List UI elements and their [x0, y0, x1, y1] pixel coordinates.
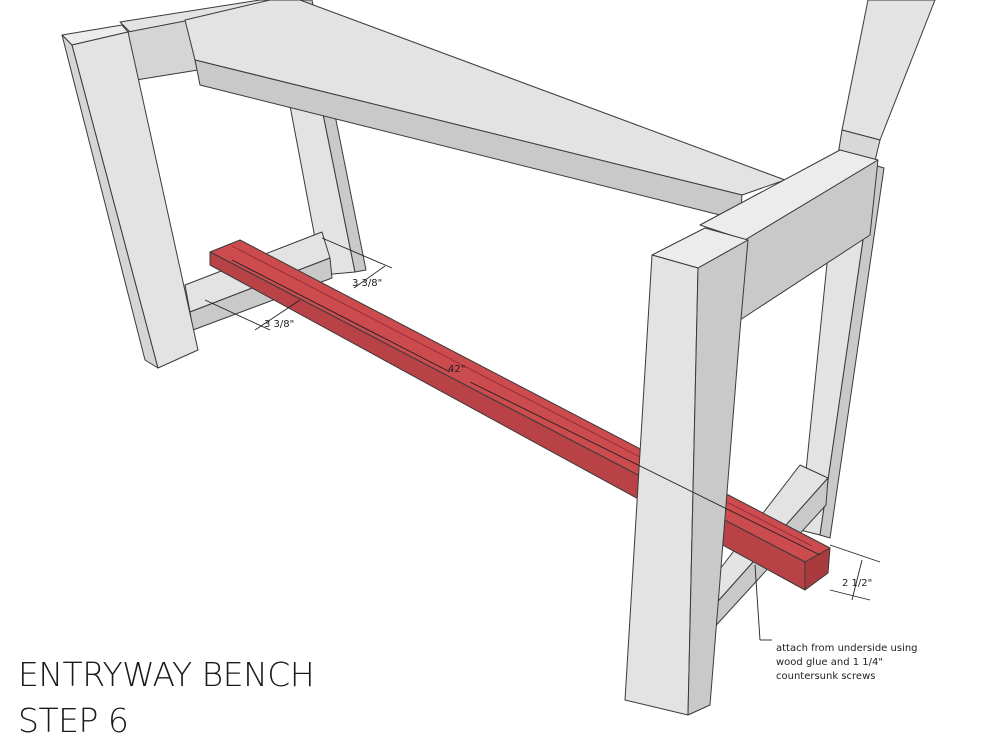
dimension-lines: [204, 237, 881, 641]
upper-offset-label: 3 3/8": [352, 278, 382, 289]
right-top-side-rail: [699, 149, 879, 321]
board-width-label: 2 1/2": [842, 578, 872, 589]
board-length-label: 42": [448, 364, 465, 375]
back-right-leg: [799, 0, 936, 539]
title-line-1: ENTRYWAY BENCH: [18, 655, 314, 694]
note-line-2: wood glue and 1 1/4": [776, 657, 883, 668]
front-left-leg: [61, 24, 199, 369]
note-line-1: attach from underside using: [776, 643, 918, 654]
title-line-2: STEP 6: [18, 701, 128, 740]
front-right-leg: [624, 227, 749, 716]
long-top-rail: [184, 0, 786, 221]
note-line-3: countersunk screws: [776, 671, 875, 682]
lower-offset-label: 3 3/8": [264, 319, 294, 330]
